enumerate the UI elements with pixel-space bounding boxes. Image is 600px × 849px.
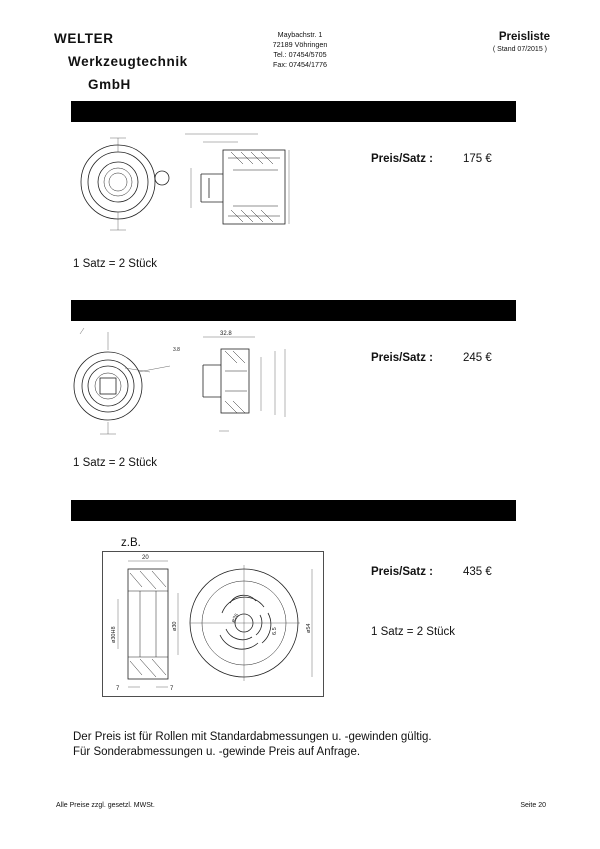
price-value-1: 175 € xyxy=(463,153,492,165)
price-label-2: Preis/Satz : xyxy=(371,352,433,364)
dim-bore-h8: ø30H8 xyxy=(111,626,117,643)
drawing-3-technical-drawing: 20 ø30H8 ø30 7 7 ø54 ø26 6.5 xyxy=(102,551,324,697)
example-label: z.B. xyxy=(121,537,141,549)
address-city: 72189 Vöhringen xyxy=(272,40,328,49)
company-address: Maybachstr. 1 72189 Vöhringen Tel.: 0745… xyxy=(240,30,360,70)
price-label-3: Preis/Satz : xyxy=(371,566,433,578)
dim-slot: 6.5 xyxy=(272,627,278,635)
drawing-1-front-view xyxy=(80,137,170,231)
section-bar-2 xyxy=(71,300,516,321)
info-line-2: Für Sonderabmessungen u. -gewinde Preis … xyxy=(73,746,361,758)
drawing-1-side-view xyxy=(185,133,290,225)
set-note-3: 1 Satz = 2 Stück xyxy=(371,626,456,638)
dim-outer: ø54 xyxy=(306,624,312,633)
address-street: Maybachstr. 1 xyxy=(277,30,323,39)
company-name-line3: GmbH xyxy=(88,77,131,92)
drawing-2-front-view xyxy=(73,327,171,435)
page-title: Preisliste xyxy=(498,31,550,43)
info-line-1: Der Preis ist für Rollen mit Standardabm… xyxy=(73,731,432,743)
address-tel: Tel.: 07454/5705 xyxy=(273,50,327,59)
section-bar-3 xyxy=(71,500,516,521)
dim-edge-right: 7 xyxy=(170,686,174,692)
set-note-1: 1 Satz = 2 Stück xyxy=(73,258,158,270)
dim-bore: ø30 xyxy=(172,622,178,631)
drawing-2-dim-2: 3.8 xyxy=(173,347,180,353)
set-note-2: 1 Satz = 2 Stück xyxy=(73,457,158,469)
dim-radius: ø26 xyxy=(231,613,241,624)
dim-edge-left: 7 xyxy=(116,686,120,692)
company-name: WELTER xyxy=(54,31,114,46)
page-stand: ( Stand 07/2015 ) xyxy=(492,46,547,53)
drawing-2-side-view: 32.8 3.8 xyxy=(173,331,286,432)
footer-page-number: Seite 20 xyxy=(520,802,546,809)
company-name-line2: Werkzeugtechnik xyxy=(68,54,188,69)
drawing-2-dim-1: 32.8 xyxy=(220,331,232,337)
price-label-1: Preis/Satz : xyxy=(371,153,433,165)
price-value-3: 435 € xyxy=(463,566,492,578)
price-value-2: 245 € xyxy=(463,352,492,364)
footer-vat-note: Alle Preise zzgl. gesetzl. MWSt. xyxy=(56,802,155,809)
dim-width: 20 xyxy=(142,555,149,561)
section-bar-1 xyxy=(71,101,516,122)
address-fax: Fax: 07454/1776 xyxy=(273,60,327,69)
